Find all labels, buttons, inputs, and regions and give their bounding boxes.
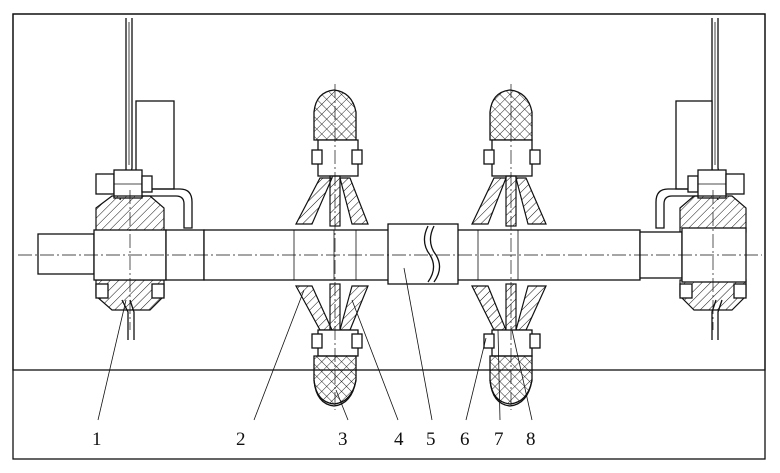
- part-label-4: 4: [394, 429, 404, 450]
- part-label-8: 8: [526, 429, 536, 450]
- right-bracket: [655, 188, 704, 229]
- right-bolt-upper: [687, 169, 745, 199]
- drawing-area-border: [12, 13, 766, 371]
- spacer-sleeve: [387, 223, 459, 285]
- part-label-7: 7: [494, 429, 504, 450]
- leader-lines: [97, 267, 533, 421]
- part-label-2: 2: [236, 429, 246, 450]
- left-bolt-upper: [95, 169, 153, 199]
- left-bracket: [140, 188, 193, 229]
- part-label-6: 6: [460, 429, 470, 450]
- part-label-1: 1: [92, 429, 102, 450]
- part-label-5: 5: [426, 429, 436, 450]
- left-shaft-end: [37, 233, 95, 275]
- wheel-right: [471, 89, 547, 407]
- part-label-3: 3: [338, 429, 348, 450]
- right-motor-box: [675, 100, 713, 190]
- right-bearing-housing: [679, 195, 747, 311]
